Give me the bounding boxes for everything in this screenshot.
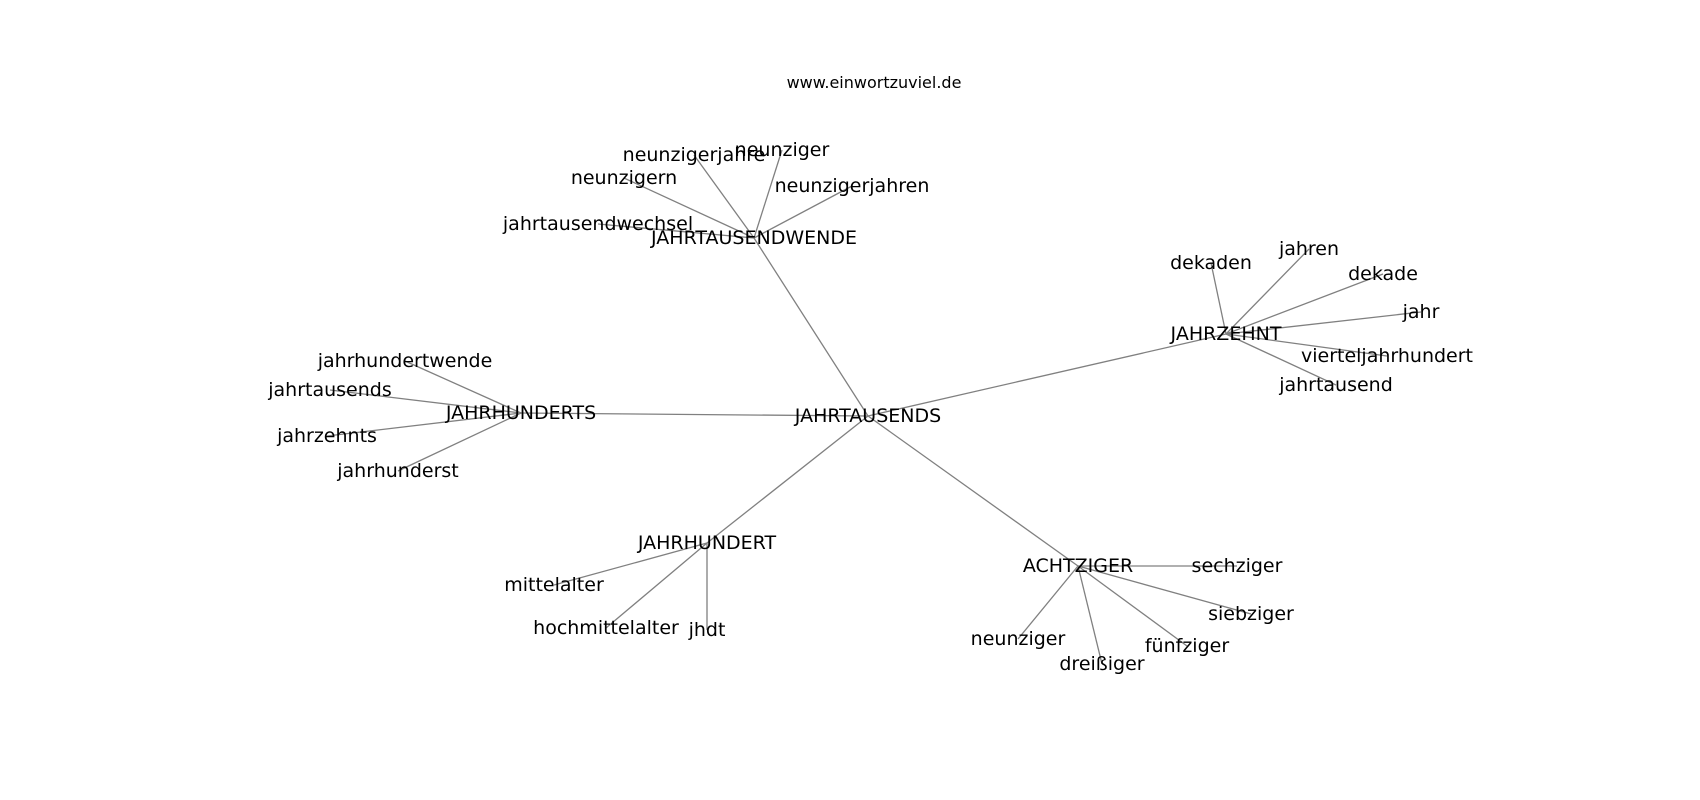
leaf-node-label: hochmittelalter bbox=[533, 617, 679, 639]
edge-achtziger-leaf bbox=[1077, 565, 1252, 615]
leaf-node-label: jahrtausend bbox=[1278, 374, 1393, 396]
website-label: www.einwortzuviel.de bbox=[787, 73, 962, 92]
edge-center-jahrhunderts bbox=[520, 412, 869, 417]
leaf-node-label: siebziger bbox=[1208, 603, 1294, 625]
edge-jahrhundert-leaf bbox=[553, 542, 708, 586]
edge-jahrtausendwende-leaf bbox=[623, 177, 755, 239]
edge-jahrtausendwende-leaf bbox=[753, 185, 853, 239]
leaf-node-label: dekaden bbox=[1170, 252, 1252, 274]
leaf-node-label: sechziger bbox=[1192, 555, 1283, 577]
edge-jahrzehnt-leaf bbox=[1225, 333, 1337, 386]
leaf-node-label: jahrzehnts bbox=[276, 425, 377, 447]
edge-jahrzehnt-leaf bbox=[1225, 273, 1384, 335]
leaf-node-label: jahren bbox=[1278, 238, 1339, 260]
edge-jahrhunderts-leaf bbox=[329, 389, 522, 414]
leaf-node-label: dreißiger bbox=[1059, 653, 1144, 675]
edge-jahrhunderts-leaf bbox=[326, 412, 522, 437]
hub-node-label-jahrtausendwende: JAHRTAUSENDWENDE bbox=[650, 227, 857, 249]
leaf-node-label: vierteljahrhundert bbox=[1301, 345, 1473, 367]
hub-node-label-achtziger: ACHTZIGER bbox=[1023, 555, 1133, 577]
edge-achtziger-leaf bbox=[1017, 565, 1079, 640]
edge-jahrtausendwende-leaf bbox=[693, 154, 755, 239]
edge-jahrtausendwende-leaf bbox=[753, 149, 783, 239]
edge-jahrzehnt-leaf bbox=[1225, 248, 1310, 335]
leaf-node-label: jhdt bbox=[688, 619, 726, 641]
leaf-node-label: neunzigern bbox=[571, 167, 677, 189]
leaf-node-label: neunzigerjahren bbox=[775, 175, 930, 197]
edges-layer bbox=[326, 149, 1422, 665]
edge-jahrhunderts-leaf bbox=[404, 360, 522, 414]
labels-layer: JAHRTAUSENDSJAHRTAUSENDWENDEneunzigerjah… bbox=[267, 139, 1473, 675]
hub-node-label-jahrhundert: JAHRHUNDERT bbox=[637, 532, 777, 554]
leaf-node-label: mittelalter bbox=[504, 574, 604, 596]
edge-center-jahrtausendwende bbox=[753, 237, 869, 417]
edge-achtziger-leaf bbox=[1077, 565, 1188, 647]
edge-center-achtziger bbox=[867, 415, 1079, 567]
leaf-node-label: jahrhundertwende bbox=[317, 350, 493, 372]
edge-jahrhundert-leaf bbox=[605, 542, 708, 629]
edge-center-jahrhundert bbox=[706, 415, 869, 544]
center-node-label: JAHRTAUSENDS bbox=[794, 405, 941, 427]
leaf-node-label: neunzigerjahre bbox=[623, 144, 766, 166]
hub-node-label-jahrhunderts: JAHRHUNDERTS bbox=[445, 402, 596, 424]
leaf-node-label: neunziger bbox=[735, 139, 830, 161]
leaf-node-label: jahrhunderst bbox=[336, 460, 458, 482]
leaf-node-label: fünfziger bbox=[1145, 635, 1229, 657]
edge-jahrhunderts-leaf bbox=[397, 412, 522, 472]
leaf-node-label: jahrtausendwechsel bbox=[502, 213, 693, 235]
edge-jahrzehnt-leaf bbox=[1225, 311, 1422, 335]
leaf-node-label: dekade bbox=[1348, 263, 1418, 285]
hub-node-label-jahrzehnt: JAHRZEHNT bbox=[1170, 323, 1282, 345]
edge-center-jahrzehnt bbox=[867, 333, 1227, 417]
edge-jahrtausendwende-leaf bbox=[597, 223, 755, 239]
leaf-node-label: jahrtausends bbox=[267, 379, 392, 401]
edge-achtziger-leaf bbox=[1077, 565, 1103, 665]
edge-jahrzehnt-leaf bbox=[1210, 262, 1227, 335]
leaf-node-label: jahr bbox=[1402, 301, 1440, 323]
leaf-node-label: neunziger bbox=[971, 628, 1066, 650]
edge-jahrzehnt-leaf bbox=[1225, 333, 1388, 357]
